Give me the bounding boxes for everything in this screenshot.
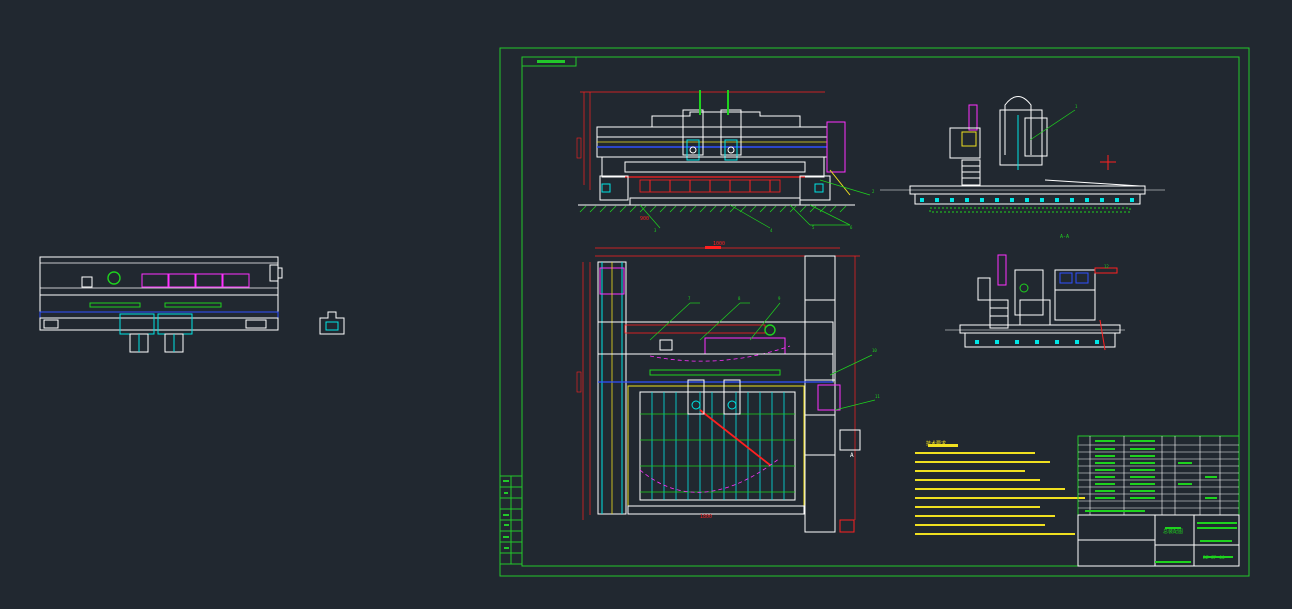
inner-sheet-border [521, 56, 1240, 567]
dimension-top: 1000 [713, 241, 725, 247]
left-side-elevation [39, 256, 345, 353]
callout-1: 1 [1075, 104, 1078, 109]
callout-11: 11 [875, 394, 880, 399]
section-label: A-A [1060, 234, 1069, 240]
callout-7: 7 [688, 296, 691, 301]
title-block [1077, 435, 1240, 567]
callout-4: 4 [770, 228, 773, 233]
left-margin-table [499, 475, 523, 565]
front-elevation-view [576, 90, 871, 229]
dimension-bottom: 1800 [700, 514, 712, 520]
callout-12: 12 [1104, 264, 1109, 269]
notes-heading: 技术要求 [926, 440, 946, 447]
dimension-bottom-small: 900 [640, 216, 649, 222]
callout-5: 5 [812, 225, 815, 230]
callout-6: 6 [850, 225, 853, 230]
end-view [945, 254, 1125, 351]
callout-10: 10 [872, 348, 877, 353]
title-block-drawing-no: BZ-ZP-00 [1203, 555, 1225, 561]
view-marker: A [850, 452, 854, 459]
top-left-title-tab [521, 56, 577, 67]
title-block-name: 总装配图 [1163, 528, 1183, 535]
plan-view [576, 246, 876, 533]
side-elevation-view [880, 96, 1165, 213]
callout-8: 8 [738, 296, 741, 301]
technical-notes [915, 444, 1085, 535]
outer-sheet-border [499, 47, 1250, 577]
callout-9: 9 [778, 296, 781, 301]
callout-2: 2 [872, 189, 875, 194]
callout-3: 3 [654, 228, 657, 233]
